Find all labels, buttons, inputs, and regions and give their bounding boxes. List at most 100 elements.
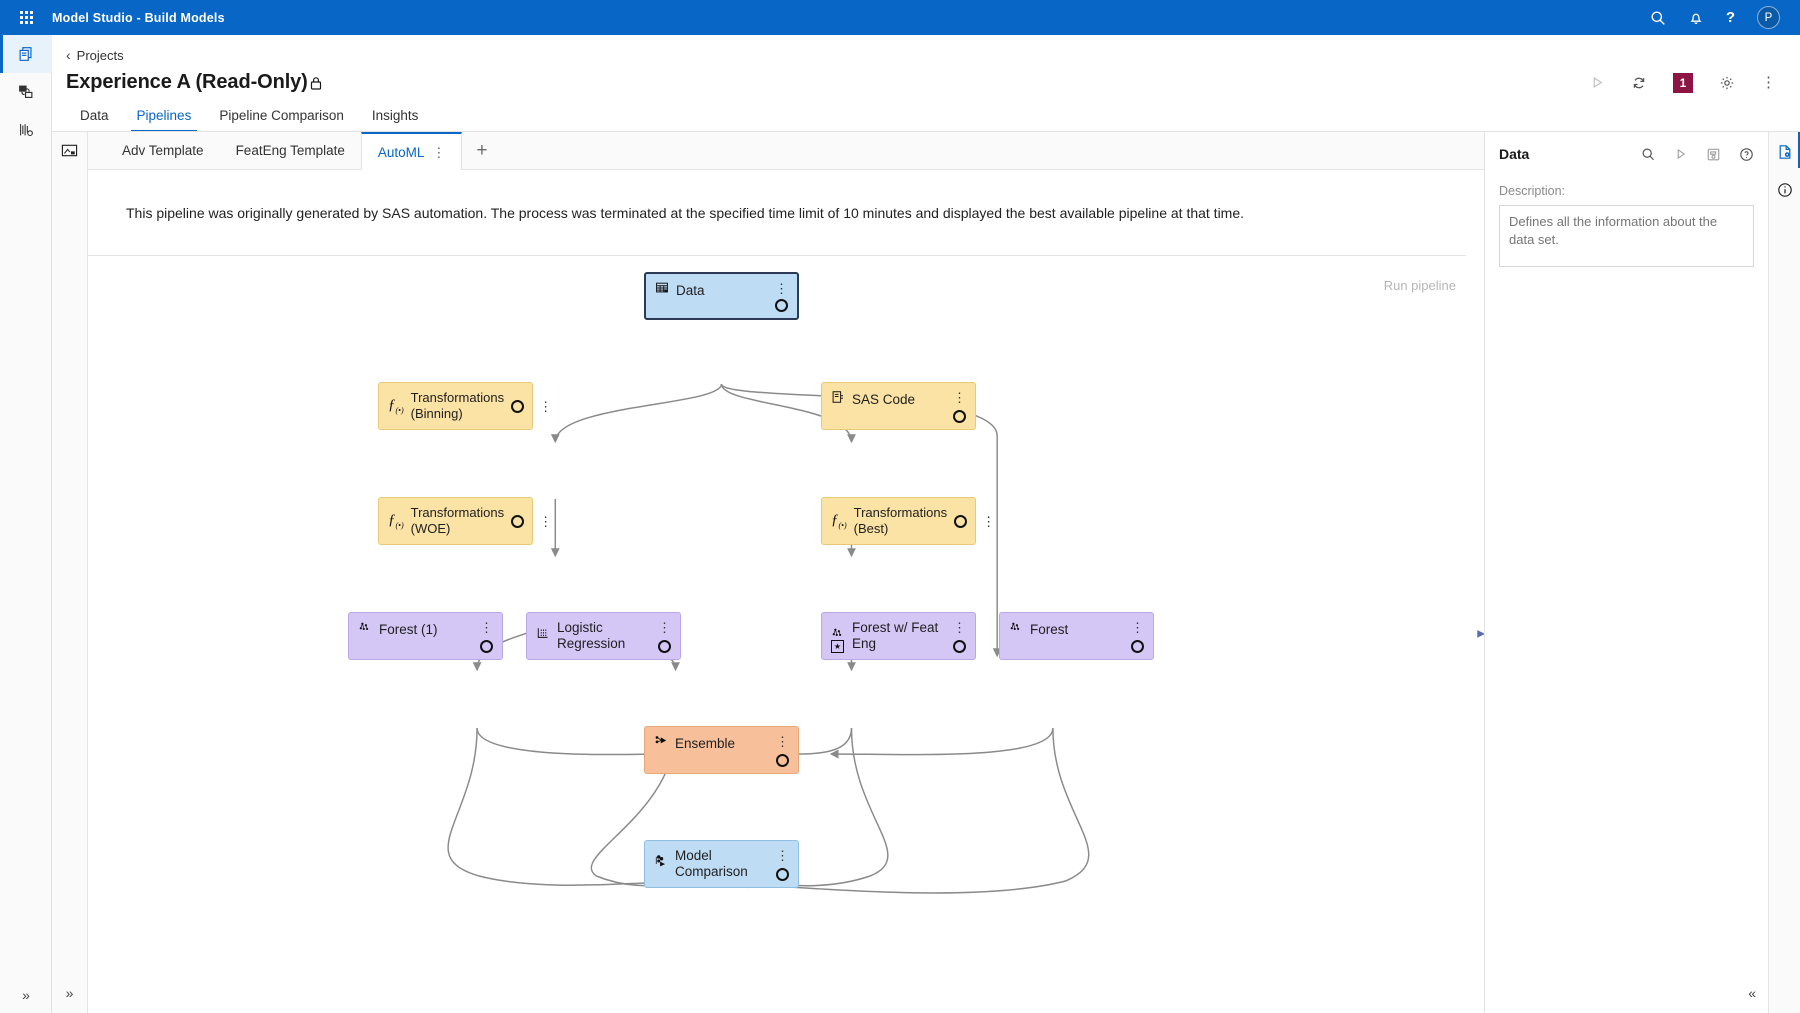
champion-model-badge-icon: ★ [831,640,844,653]
apps-grid-icon[interactable] [0,0,52,35]
pipeline-diagram: Run pipeline ▶ [88,256,1484,1012]
pipeline-node-forest-with-feat-eng[interactable]: Forest w/ Feat Eng ⋮ ★ [821,612,976,660]
pipeline-tab-label: AutoML [377,144,425,160]
pipeline-tab-automl[interactable]: AutoML ⋮ [360,132,463,170]
sidebar-item-projects[interactable] [0,35,52,73]
sidebar-item-data-settings[interactable] [0,111,52,149]
table-data-icon [655,281,669,300]
properties-panel-title: Data [1499,146,1530,162]
node-menu-icon[interactable]: ⋮ [775,281,788,296]
add-pipeline-button[interactable]: + [476,139,488,161]
ensemble-icon [654,734,668,753]
pipeline-node-ensemble[interactable]: Ensemble ⋮ [644,726,799,774]
forest-tree-icon [1009,620,1023,639]
pipeline-tab-label: Adv Template [122,143,204,158]
node-status-indicator [1131,640,1144,653]
avatar[interactable]: P [1757,6,1780,29]
tab-insights[interactable]: Insights [371,108,419,123]
pipeline-tab-adv-template[interactable]: Adv Template [106,132,220,169]
save-icon[interactable] [1706,147,1721,162]
pipeline-node-sas-code[interactable]: SAS Code ⋮ [821,382,976,430]
node-status-indicator [954,514,968,528]
node-status-indicator [953,410,966,423]
notifications-count-badge[interactable]: 1 [1673,72,1693,93]
back-chevron-icon: ‹ [66,47,71,63]
pipeline-tab-feateng-template[interactable]: FeatEng Template [220,132,361,169]
model-comparison-icon [654,854,668,873]
node-menu-icon[interactable]: ⋮ [539,514,553,530]
tab-data[interactable]: Data [80,108,109,123]
pipeline-node-forest[interactable]: Forest ⋮ [999,612,1154,660]
node-label: Logistic Regression [557,620,626,651]
pipeline-edges [447,383,1090,894]
node-label: Data [676,282,705,298]
panel-expander-arrow-icon[interactable]: ▶ [1477,628,1484,640]
tab-pipelines[interactable]: Pipelines [123,108,206,132]
rail-expand-label: » [22,987,30,1003]
pipeline-tab-label: FeatEng Template [235,143,345,158]
node-menu-icon[interactable]: ⋮ [776,734,789,749]
sidebar-item-data-exchange[interactable] [0,73,52,111]
gear-icon[interactable] [1719,75,1735,91]
pipeline-description-text: This pipeline was originally generated b… [126,204,1245,221]
node-menu-icon[interactable]: ⋮ [1131,620,1144,635]
node-menu-icon[interactable]: ⋮ [982,514,996,530]
node-palette-icon[interactable] [61,143,78,163]
question-mark-icon[interactable]: ? [1725,9,1735,26]
run-pipeline-button[interactable]: Run pipeline [1383,278,1456,293]
node-menu-icon[interactable]: ⋮ [776,848,789,863]
node-menu-icon[interactable]: ⋮ [953,620,966,635]
info-circle-icon[interactable] [1769,182,1800,198]
pipeline-description-banner: This pipeline was originally generated b… [88,170,1466,256]
function-fx-icon: ƒ(•) [831,512,847,531]
data-properties-icon[interactable] [1769,132,1800,168]
forest-tree-icon [831,626,845,645]
description-label: Description: [1499,184,1565,198]
node-status-indicator [953,640,966,653]
properties-panel-body: Description: [1485,162,1768,272]
node-status-indicator [775,299,788,312]
help-circle-icon[interactable] [1739,147,1754,162]
run-icon[interactable] [1590,75,1605,90]
node-status-indicator [658,640,671,653]
search-icon[interactable] [1650,10,1666,26]
more-vertical-icon[interactable]: ⋮ [1761,74,1776,91]
run-icon[interactable] [1674,147,1688,161]
pipeline-tab-strip: Adv Template FeatEng Template AutoML ⋮ + [88,132,1484,170]
canvas-tool-rail: » [52,132,88,1013]
bell-icon[interactable] [1688,10,1704,26]
pipeline-node-logistic-regression[interactable]: Logistic Regression ⋮ [526,612,681,660]
page-title: Experience A (Read-Only) [66,71,308,93]
node-menu-icon[interactable]: ⋮ [539,399,553,415]
refresh-icon[interactable] [1631,75,1647,91]
description-input[interactable] [1499,205,1754,267]
breadcrumb-label: Projects [76,47,124,63]
node-menu-icon[interactable]: ⋮ [480,620,493,635]
lock-icon [309,75,323,91]
node-menu-icon[interactable]: ⋮ [953,390,966,405]
node-label: Transformations(Best) [853,505,948,537]
search-icon[interactable] [1641,147,1656,162]
pipeline-node-transformations-woe[interactable]: ƒ(•) Transformations(WOE) ⋮ [378,497,552,545]
node-menu-icon[interactable]: ⋮ [658,620,671,635]
pipeline-node-forest-1[interactable]: Forest (1) ⋮ [348,612,503,660]
pipeline-node-model-comparison[interactable]: Model Comparison ⋮ [644,840,799,888]
properties-panel-header: Data [1485,132,1768,162]
top-bar-actions: ? P [1650,6,1800,29]
forest-tree-icon [358,620,372,639]
pipeline-canvas-container: Adv Template FeatEng Template AutoML ⋮ +… [88,132,1484,1013]
tab-pipeline-comparison[interactable]: Pipeline Comparison [219,108,344,123]
content-area: » Adv Template FeatEng Template AutoML ⋮… [52,131,1800,1013]
node-label: Forest (1) [379,621,438,637]
node-label: Transformations(Binning) [410,390,505,422]
pipeline-node-transformations-best[interactable]: ƒ(•) Transformations(Best) ⋮ [821,497,995,545]
rail-expand-button[interactable]: » [0,987,52,1003]
pipeline-node-data[interactable]: Data ⋮ [644,272,799,320]
breadcrumb[interactable]: ‹ Projects [52,35,1800,63]
properties-panel-collapse-button[interactable]: « [1748,985,1756,1001]
pipeline-node-transformations-binning[interactable]: ƒ(•) Transformations(Binning) ⋮ [378,382,552,430]
pipeline-tab-menu-icon[interactable]: ⋮ [432,144,446,160]
primary-tabs: Data Pipelines Pipeline Comparison Insig… [52,94,1800,132]
canvas-rail-expand-button[interactable]: » [65,985,74,1001]
